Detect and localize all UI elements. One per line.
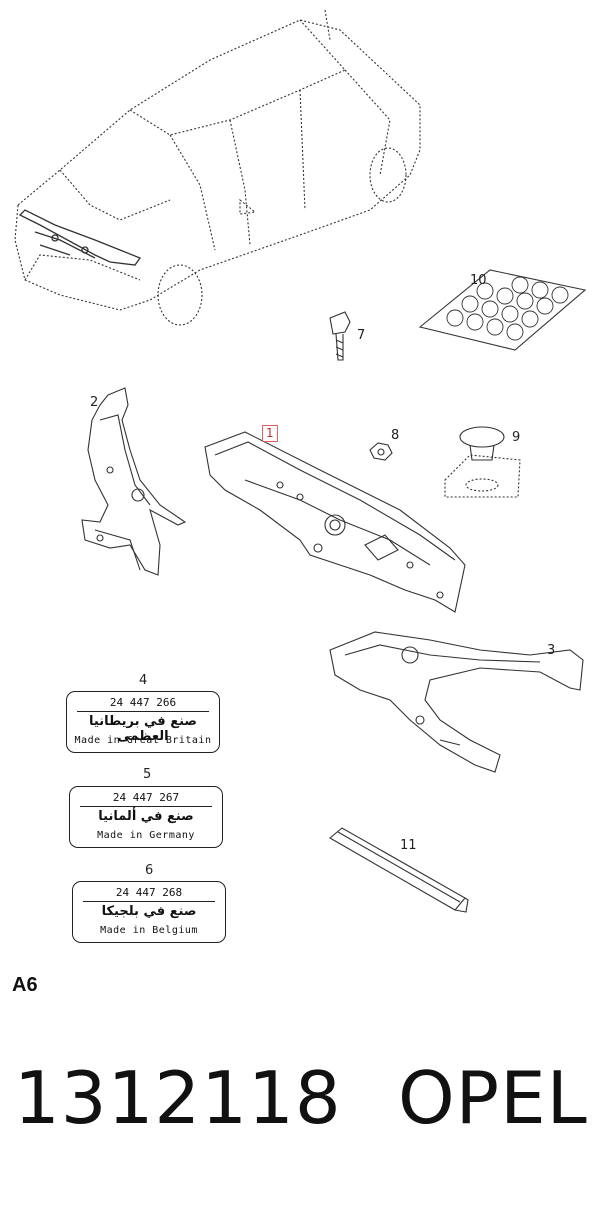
callout-7: 7: [357, 328, 366, 343]
label-card-belgium: 24 447 268 صنع في بلجيكا Made in Belgium: [72, 881, 226, 943]
callout-6: 6: [145, 863, 154, 878]
label-card-germany: 24 447 267 صنع في ألمانيا Made in German…: [69, 786, 223, 848]
label-made-in: Made in Belgium: [100, 925, 198, 936]
brand-name: OPEL: [398, 1056, 588, 1140]
section-tag: A6: [12, 974, 38, 996]
label-card-great-britain: 24 447 266 صنع في بريطانيا العظمى Made i…: [66, 691, 220, 753]
callout-4: 4: [139, 673, 148, 688]
plug-part-9: [444, 426, 521, 498]
label-part-number: 24 447 268: [83, 886, 215, 902]
label-arabic-text: صنع في بريطانيا العظمى: [89, 714, 197, 744]
part-number: 1312118: [14, 1056, 342, 1140]
bolt-part-7: [329, 311, 351, 361]
bracket-part-2: [81, 387, 187, 576]
label-arabic-text: صنع في ألمانيا: [98, 809, 194, 824]
callout-3: 3: [547, 643, 556, 658]
seal-strip-part-11: [329, 827, 469, 913]
nut-part-8: [369, 442, 393, 461]
label-arabic-text: صنع في بلجيكا: [101, 904, 197, 919]
label-part-number: 24 447 267: [80, 791, 212, 807]
panel-part-1: [204, 431, 466, 613]
crossmember-part-3: [329, 631, 584, 773]
label-part-number: 24 447 266: [77, 696, 209, 712]
sticker-sheet-part-10: [418, 269, 587, 351]
callout-9: 9: [512, 430, 521, 445]
car-front-frame: [18, 209, 142, 266]
callout-10: 10: [470, 273, 487, 288]
callout-5: 5: [143, 767, 152, 782]
callout-1: 1: [262, 425, 278, 442]
label-made-in: Made in Germany: [97, 830, 195, 841]
label-made-in: Made in Great Britain: [74, 735, 212, 746]
parts-diagram: [14, 9, 587, 913]
callout-2: 2: [90, 395, 99, 410]
callout-11: 11: [400, 838, 417, 853]
car-illustration: [14, 9, 421, 326]
callout-8: 8: [391, 428, 400, 443]
